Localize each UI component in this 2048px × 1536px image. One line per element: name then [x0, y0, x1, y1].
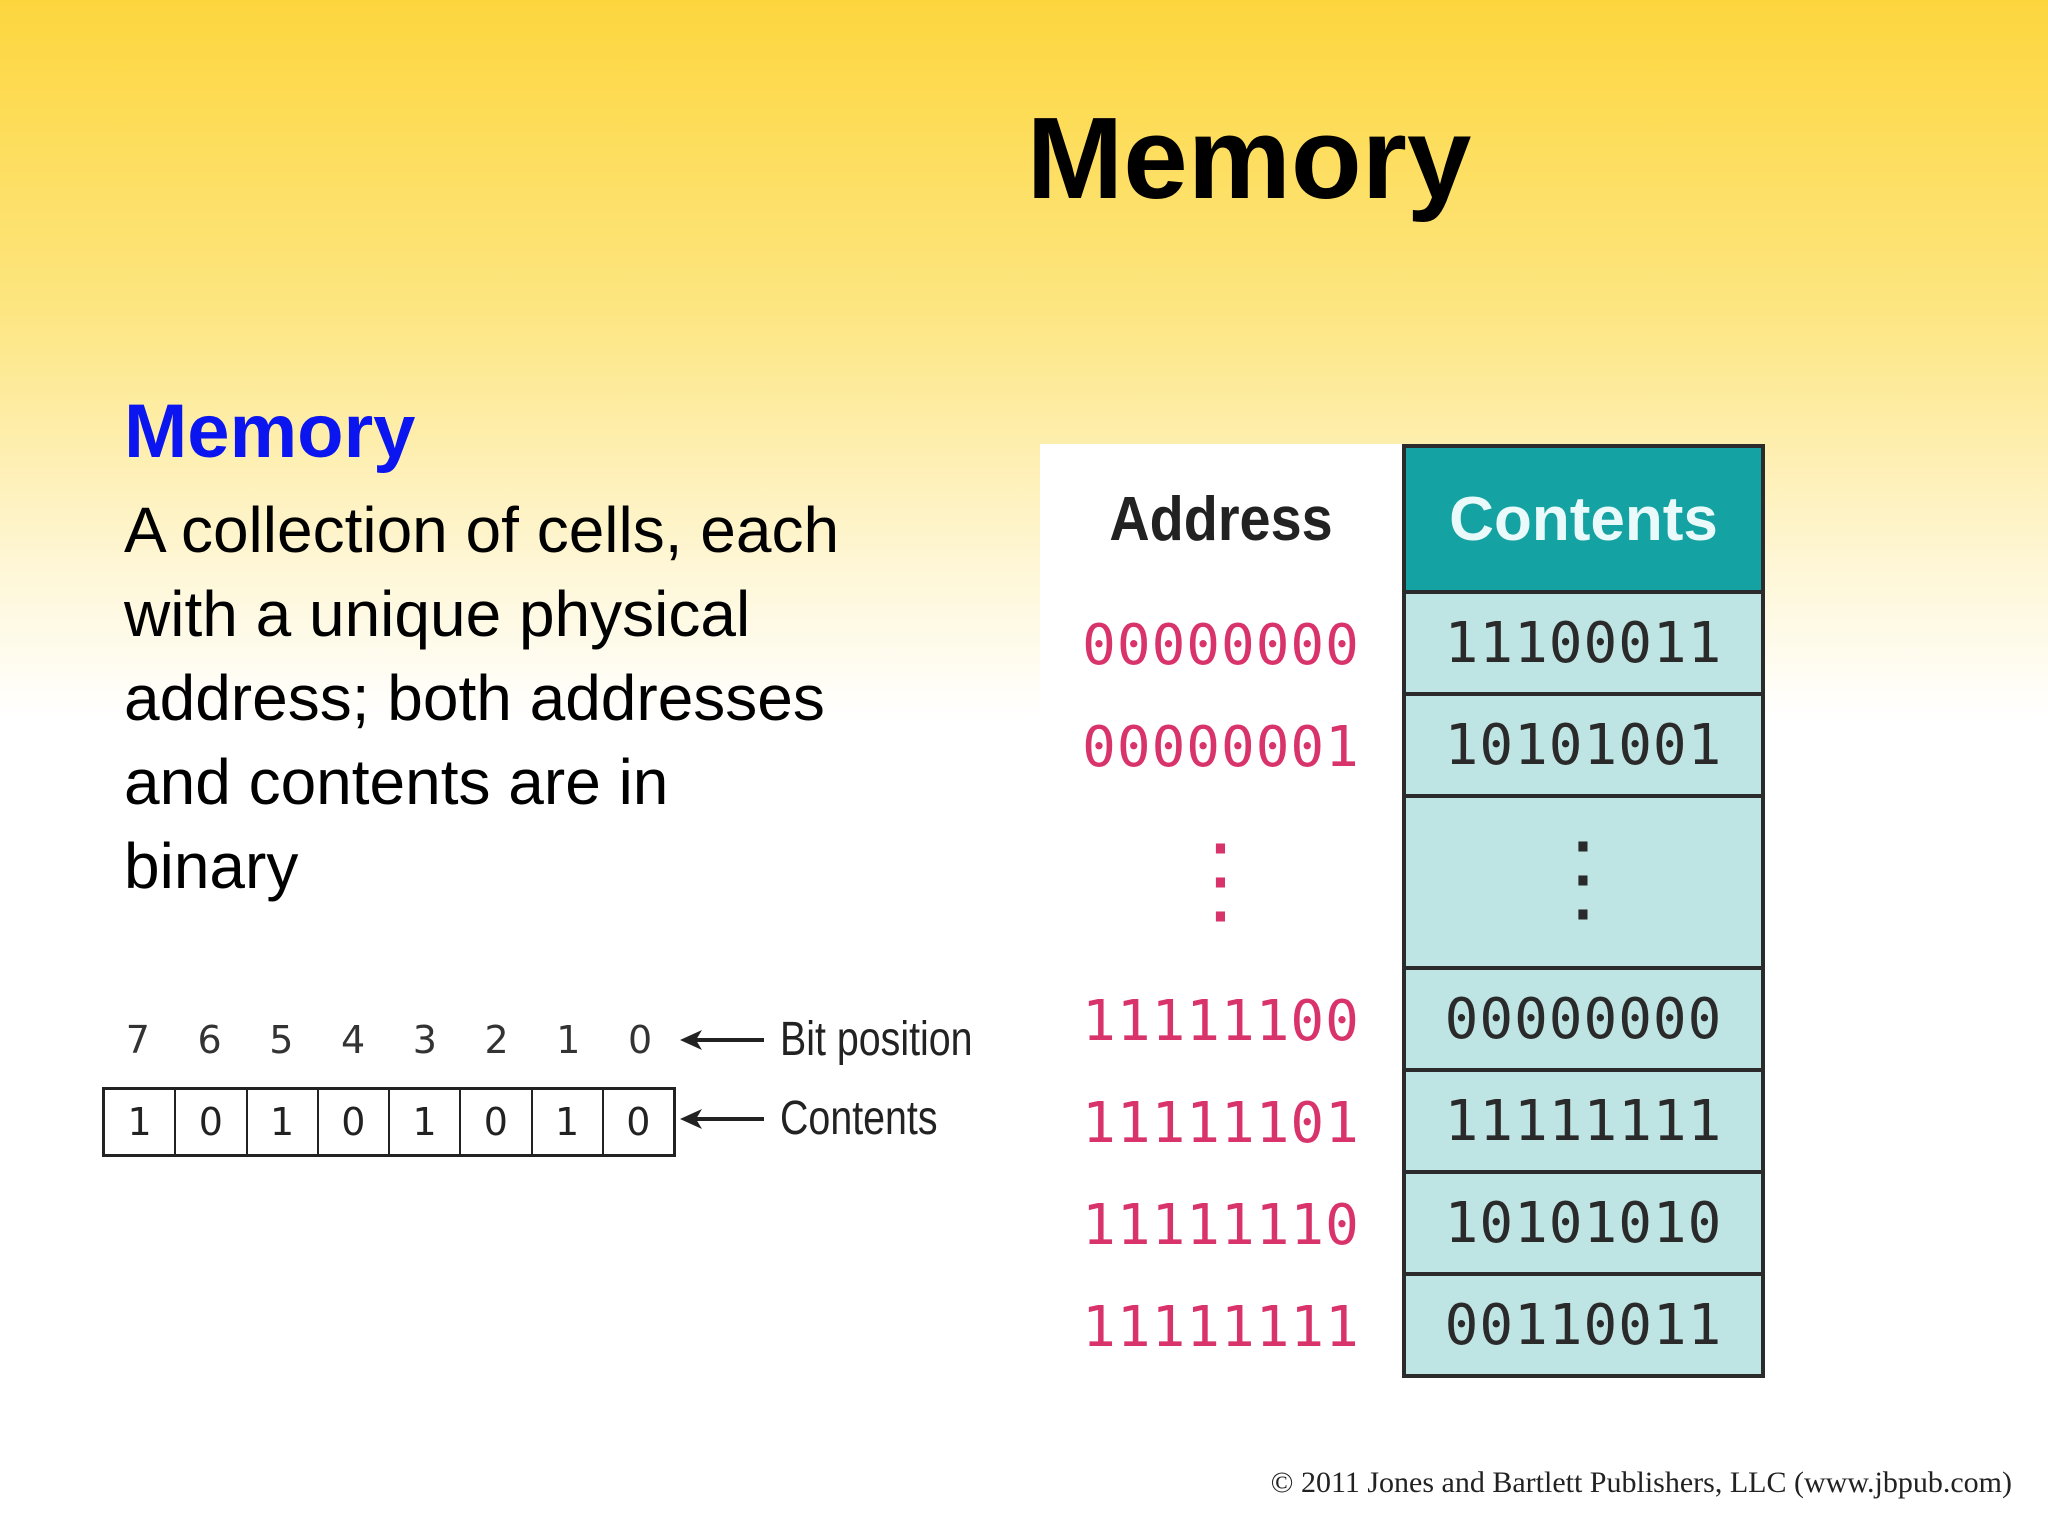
bit-contents-box: 1 0 1 0 1 0 1 0 — [102, 1087, 676, 1157]
bit-position-label: Bit position — [780, 1013, 973, 1066]
bit-position: 1 — [556, 1018, 581, 1062]
bit-cell: 1 — [390, 1090, 462, 1154]
address-cell: 11111111 — [1082, 1294, 1360, 1360]
address-cell: 00000000 — [1082, 612, 1360, 678]
slide-title: Memory — [1026, 93, 1472, 223]
contents-cell: 10101010 — [1402, 1174, 1765, 1276]
bit-cell: 1 — [533, 1090, 604, 1154]
bit-position: 2 — [484, 1018, 509, 1062]
address-cell: 11111101 — [1082, 1090, 1360, 1156]
address-cell: 00000001 — [1082, 714, 1360, 780]
bit-cell: 0 — [319, 1090, 390, 1154]
address-header: Address — [1109, 484, 1333, 554]
memory-table: Address Contents 00000000 11100011 00000… — [1040, 444, 1765, 1384]
bit-cell: 1 — [105, 1090, 177, 1154]
contents-cell: 10101001 — [1402, 696, 1765, 798]
contents-label: Contents — [780, 1092, 938, 1145]
address-cell: 11111110 — [1082, 1192, 1360, 1258]
contents-header: Contents — [1402, 444, 1765, 594]
bit-position: 6 — [197, 1018, 222, 1062]
copyright-notice: © 2011 Jones and Bartlett Publishers, LL… — [1270, 1466, 2012, 1499]
bit-position: 3 — [412, 1018, 437, 1062]
bit-position-row: 7 6 5 4 3 2 1 0 — [102, 1018, 676, 1074]
memory-subheading: Memory — [124, 389, 416, 474]
bit-position: 4 — [341, 1018, 366, 1062]
memory-definition: A collection of cells, each with a uniqu… — [124, 494, 840, 902]
arrow-left-icon — [680, 1030, 764, 1050]
contents-cell: 00110011 — [1402, 1276, 1765, 1378]
contents-cell: 00000000 — [1402, 970, 1765, 1072]
contents-cell: 11100011 — [1402, 594, 1765, 696]
contents-ellipsis: ··· — [1402, 798, 1765, 970]
bit-cell: 1 — [248, 1090, 319, 1154]
address-ellipsis: ··· — [1203, 817, 1239, 950]
contents-cell: 11111111 — [1402, 1072, 1765, 1174]
address-cell: 11111100 — [1082, 988, 1360, 1054]
bit-cell: 0 — [176, 1090, 248, 1154]
bit-position: 7 — [125, 1018, 150, 1062]
arrow-left-icon — [680, 1109, 764, 1129]
bit-cell: 0 — [461, 1090, 533, 1154]
bit-position: 0 — [628, 1018, 653, 1062]
bit-cell: 0 — [626, 1100, 651, 1144]
bit-position: 5 — [269, 1018, 294, 1062]
